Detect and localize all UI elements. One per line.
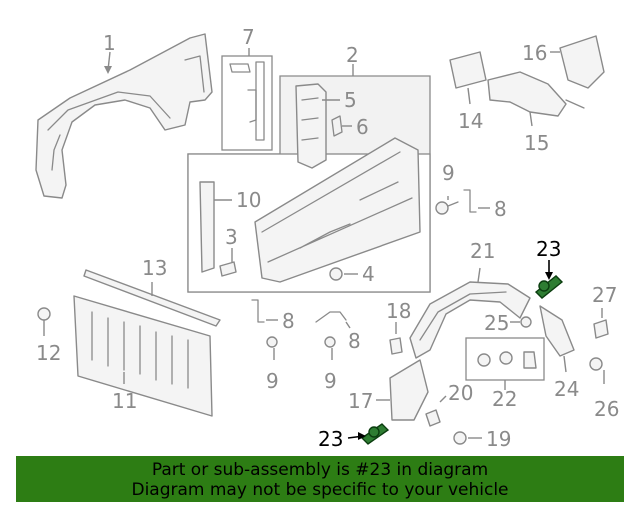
callout-27: 27 [592,283,617,307]
callout-9c: 9 [324,369,337,393]
callout-16: 16 [522,41,547,65]
fuel-cover-16-part [559,35,605,89]
highlighted-part-23-upper[interactable] [534,275,564,299]
highlighted-part-23-lower[interactable] [360,423,390,445]
callout-10: 10 [236,188,261,212]
callout-22: 22 [492,387,517,411]
bolt-9c-part [324,336,336,348]
callout-15: 15 [524,131,549,155]
bolt-19-part [453,431,467,445]
bolt-12-part [37,307,51,321]
fuel-door-14-part [449,51,487,89]
callout-9a: 9 [442,161,455,185]
bracket-8-part [463,189,477,213]
notice-banner: Part or sub-assembly is #23 in diagram D… [16,456,624,502]
clip-27-part [593,319,609,339]
callout-9b: 9 [266,369,279,393]
banner-line-2: Diagram may not be specific to your vehi… [131,480,509,500]
callout-4: 4 [362,262,375,286]
clip-4-part [329,267,343,281]
bed-front-panel-part [254,137,421,283]
callout-2: 2 [346,43,359,67]
callout-25: 25 [484,311,509,335]
callout-23-lower: 23 [318,427,343,451]
pillar-10-part [199,181,215,273]
wheelhouse-liner-21-part [409,281,531,359]
callout-7: 7 [242,25,255,49]
inner-panel-5-part [295,83,327,169]
clip-18-part [389,337,403,355]
bolt-26-part [589,357,603,371]
bracket-7-part [229,61,265,141]
callout-1: 1 [103,31,116,55]
callout-18: 18 [386,299,411,323]
callout-6: 6 [356,115,369,139]
callout-17: 17 [348,389,373,413]
bracket-3-part [219,261,237,277]
callout-24: 24 [554,377,579,401]
quarter-panel-part [35,33,213,199]
bracket-8c-part [315,311,347,323]
bracket-8b-part [251,299,265,323]
callout-11: 11 [112,389,137,413]
callout-3: 3 [225,225,238,249]
callout-12: 12 [36,341,61,365]
banner-line-1: Part or sub-assembly is #23 in diagram [151,460,489,480]
tailgate-11-part [73,295,213,417]
filler-housing-15-part [487,71,585,117]
callout-20: 20 [448,381,473,405]
callout-5: 5 [344,88,357,112]
parts-diagram: 1 7 2 5 6 10 3 4 9 8 [35,25,619,451]
strip-13-part [83,269,221,327]
callout-8c: 8 [348,329,361,353]
callout-8b: 8 [282,309,295,333]
bracket-24-part [539,305,575,357]
bolt-9-part [435,201,459,215]
callout-19: 19 [486,427,511,451]
callout-23-upper: 23 [536,237,561,261]
callout-13: 13 [142,256,167,280]
callout-26: 26 [594,397,619,421]
clip-20-part [425,409,441,427]
callout-14: 14 [458,109,483,133]
clip-25-part [520,316,532,328]
fastener-kit-22-part [477,351,537,369]
clip-6-part [331,115,343,137]
callout-8a: 8 [494,197,507,221]
splash-17-part [389,359,429,421]
callout-21: 21 [470,239,495,263]
bolt-9b-part [266,336,278,348]
